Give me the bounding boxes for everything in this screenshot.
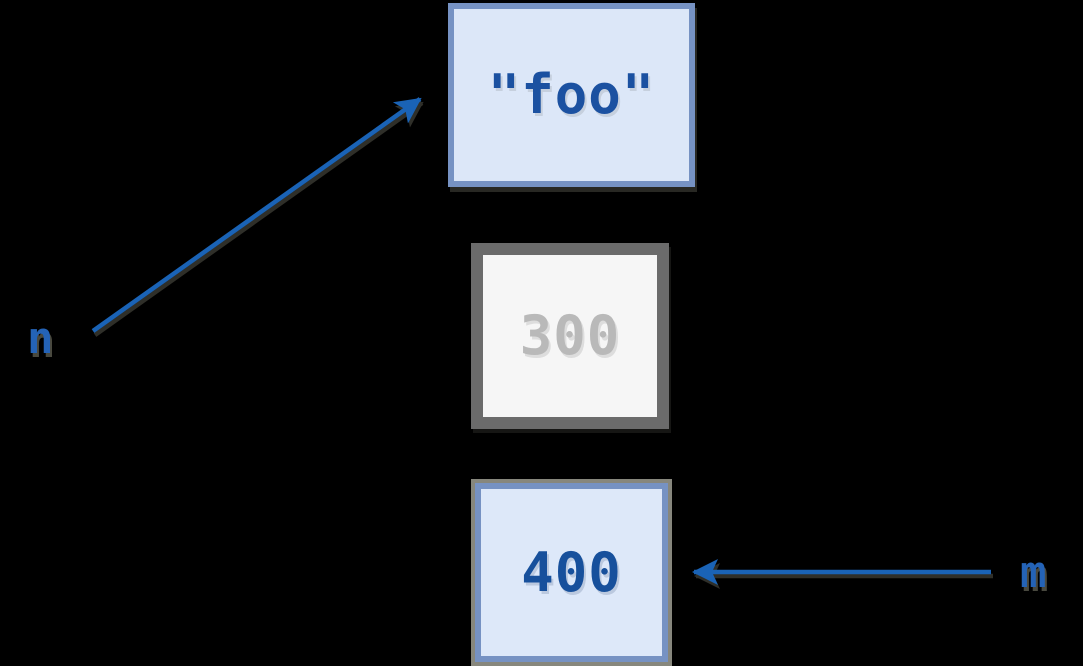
orphaned-integer-object-box: 300 [471, 243, 669, 429]
integer-object-box: 400 [475, 483, 668, 662]
string-object-box: "foo" [448, 3, 695, 187]
string-object-value: "foo" [487, 63, 656, 126]
variable-label-m: m [1020, 547, 1047, 598]
arrow-n-to-foo [91, 97, 422, 333]
variable-label-n: n [27, 313, 54, 364]
orphaned-integer-object-value: 300 [519, 304, 621, 367]
integer-object-value: 400 [521, 540, 622, 604]
integer-object-box-frame: 400 [471, 479, 672, 666]
